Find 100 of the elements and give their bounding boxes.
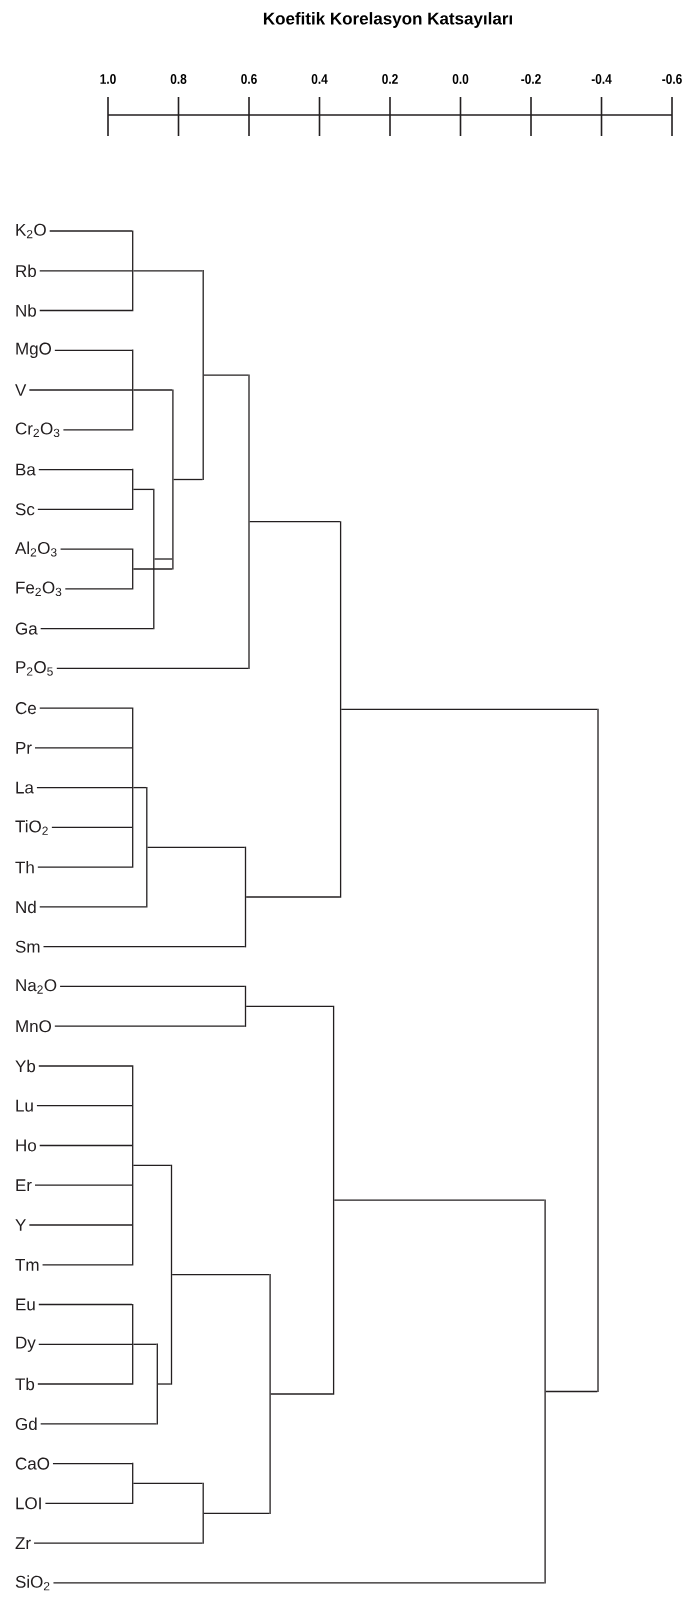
tick-label: -0.6: [662, 74, 682, 84]
element-label: MnO: [16, 1020, 51, 1033]
element-label: Ce: [15, 702, 36, 715]
element-label: Ho: [16, 1139, 36, 1152]
element-label: La: [16, 781, 34, 794]
dendrogram-branch: [59, 985, 246, 988]
element-label: Pr: [16, 742, 32, 754]
tick-label: -0.2: [521, 74, 541, 84]
chart-title: Koefitik Korelasyon Katsayıları: [263, 12, 512, 28]
dendrogram-branch: [28, 1224, 133, 1226]
dendrogram-branch: [40, 627, 154, 630]
dendrogram-branch: [38, 1343, 133, 1345]
dendrogram-branch: [39, 707, 133, 709]
element-label: Sm: [15, 940, 40, 953]
dendrogram-bar: [170, 1164, 173, 1385]
element-label: CaO: [15, 1457, 50, 1470]
dendrogram-branch: [153, 558, 173, 560]
element-label: SiO$_{2}$: [15, 1575, 50, 1591]
dendrogram-branch: [62, 429, 133, 431]
dendrogram-bar: [244, 985, 247, 1027]
dendrogram-branch: [59, 548, 133, 550]
tick-label: 0.2: [382, 74, 398, 84]
dendrogram-branch: [545, 1390, 598, 1393]
dendrogram-branch: [34, 1184, 133, 1186]
dendrogram-branch: [132, 1343, 158, 1345]
element-label: Zr: [15, 1537, 31, 1549]
dendrogram-branch: [132, 389, 173, 391]
dendrogram-branch: [39, 906, 147, 908]
dendrogram-branch: [132, 786, 147, 789]
dendrogram-branch: [340, 708, 598, 711]
element-label: TiO$_{2}$: [15, 819, 48, 835]
element-label: K$_{2}$O: [16, 223, 46, 239]
dendrogram-branch: [38, 468, 133, 471]
dendrogram-branch: [132, 270, 204, 272]
dendrogram-branch: [146, 846, 246, 848]
dendrogram-branch: [52, 1582, 546, 1584]
dendrogram-branch: [52, 1462, 133, 1465]
tick-label: 0.4: [311, 74, 328, 84]
tick-label: 0.6: [241, 74, 257, 84]
element-label: P$_{2}$O$_{5}$: [16, 661, 53, 676]
dendrogram-branch: [37, 1383, 133, 1385]
tick-label: 0.0: [452, 74, 469, 84]
element-label: Cr$_{2}$O$_{3}$: [15, 422, 60, 438]
dendrogram-branch: [172, 478, 204, 481]
dendrogram-branch: [203, 374, 249, 376]
tick-label: 1.0: [100, 74, 116, 84]
tick-label: -0.4: [591, 74, 612, 84]
element-label: Ba: [16, 463, 36, 476]
dendrogram-branch: [245, 896, 341, 898]
dendrogram-branch: [40, 1423, 158, 1425]
element-label: Tm: [15, 1258, 39, 1271]
element-label: Tb: [15, 1377, 35, 1391]
dendrogram-branch: [39, 1144, 133, 1147]
element-label: Nb: [16, 304, 36, 317]
dendrogram-branch: [37, 866, 133, 868]
dendrogram-branch: [132, 488, 154, 491]
dendrogram-branch: [36, 1105, 133, 1107]
dendrogram-branch: [42, 946, 246, 948]
dendrogram-branch: [34, 747, 133, 749]
dendrogram-branch: [54, 1025, 246, 1027]
dendrogram-branch: [64, 588, 133, 590]
element-label: Th: [15, 861, 34, 874]
element-label: Gd: [15, 1417, 37, 1431]
dendrogram-branch: [39, 309, 133, 312]
element-label: MgO: [16, 342, 51, 358]
dendrogram-branch: [41, 1264, 133, 1266]
element-label: Yb: [15, 1059, 36, 1073]
element-label: Na$_{2}$O: [16, 979, 57, 994]
dendrogram-branch: [49, 230, 133, 232]
dendrogram-branch: [333, 1199, 546, 1201]
dendrogram-branch: [54, 349, 133, 351]
dendrogram-branch: [171, 1274, 271, 1276]
dendrogram-branch: [270, 1393, 334, 1395]
element-label: Eu: [16, 1298, 35, 1311]
element-label: Fe$_{2}$O$_{3}$: [16, 581, 62, 597]
element-label: Dy: [16, 1336, 36, 1352]
dendrogram-bar: [332, 1005, 335, 1395]
element-label: Nd: [16, 900, 36, 914]
element-label: Y: [15, 1219, 26, 1231]
dendrogram-branch: [157, 1383, 172, 1385]
element-label: Sc: [15, 503, 35, 516]
element-label: Al$_{2}$O$_{3}$: [15, 541, 57, 557]
dendrogram-branch: [203, 1512, 271, 1514]
tick-label: 0.8: [170, 74, 187, 84]
element-label: Lu: [16, 1099, 33, 1112]
element-label: Rb: [16, 264, 36, 278]
dendrogram-branch: [51, 826, 133, 829]
dendrogram-branch: [28, 389, 133, 391]
dendrogram-branch: [33, 1542, 204, 1544]
dendrogram-branch: [56, 667, 249, 670]
dendrogram-branch: [36, 786, 133, 789]
element-label: V: [15, 384, 27, 396]
dendrogram-branch: [44, 1502, 133, 1504]
dendrogram-branch: [37, 508, 133, 510]
element-label: LOI: [16, 1497, 41, 1510]
dendrogram-branch: [132, 1164, 172, 1167]
dendrogram-branch: [39, 270, 133, 272]
dendrogram-branch: [132, 568, 173, 570]
dendrogram-branch: [38, 1303, 133, 1306]
dendrogram-branch: [132, 1482, 204, 1485]
